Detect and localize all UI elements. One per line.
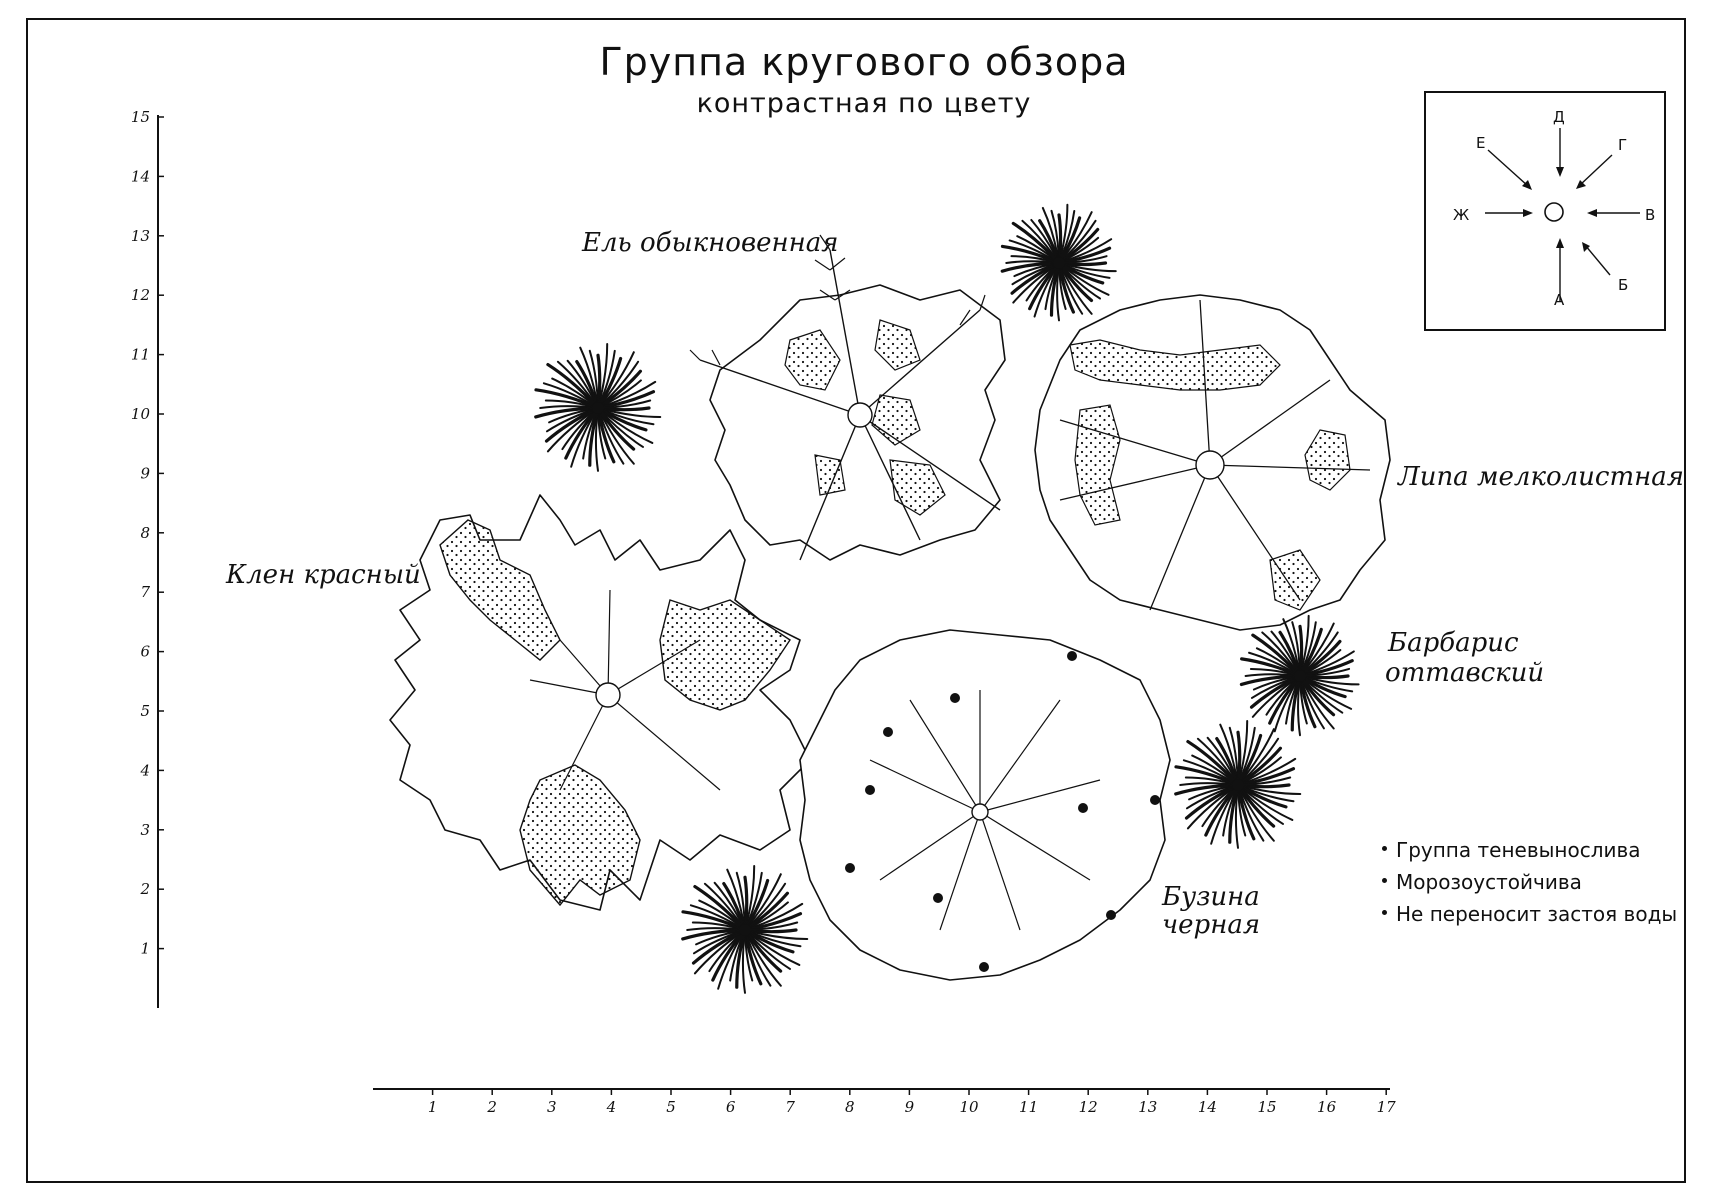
y-tick-label: 6 (140, 643, 150, 661)
x-tick-label: 14 (1198, 1098, 1217, 1116)
y-tick-label: 3 (140, 821, 150, 839)
y-tick-label: 1 (140, 940, 150, 958)
x-tick-label: 16 (1317, 1098, 1337, 1116)
viewpoint-compass: А Б В Г Д Е Ж (1424, 91, 1666, 331)
x-tick-label: 5 (666, 1098, 676, 1116)
compass-label-v: В (1645, 206, 1655, 224)
barberry-shrub (681, 865, 809, 994)
x-tick-label: 7 (785, 1098, 795, 1116)
barberry-shrub (1239, 614, 1360, 737)
x-tick-label: 1 (428, 1098, 438, 1116)
plant-label-spruce: Ель обыкновенная (582, 228, 839, 258)
compass-label-zh: Ж (1453, 206, 1469, 224)
barberry-shrub (1174, 720, 1302, 849)
x-tick-label: 13 (1138, 1098, 1157, 1116)
diagram-title: Группа кругового обзора (599, 40, 1129, 84)
spruce-crown (689, 234, 1006, 561)
x-tick-label: 15 (1257, 1098, 1276, 1116)
maple-crown (389, 494, 811, 911)
y-tick-label: 2 (139, 880, 150, 898)
y-tick-label: 14 (131, 167, 150, 185)
plant-label-elder-line1: Бузина (1162, 882, 1260, 912)
x-tick-label: 9 (905, 1098, 915, 1116)
y-tick-label: 7 (140, 583, 150, 601)
y-tick-label: 5 (140, 702, 150, 720)
y-tick-label: 4 (139, 761, 150, 779)
plant-label-linden: Липа мелколистная (1398, 462, 1684, 492)
diagram-subtitle: контрастная по цвету (696, 88, 1032, 119)
x-tick-label: 6 (726, 1098, 736, 1116)
y-tick-label: 9 (140, 464, 150, 482)
compass-label-e: Е (1476, 134, 1485, 152)
compass-label-d: Д (1553, 108, 1565, 126)
y-tick-label: 10 (131, 405, 151, 423)
x-tick-label: 8 (845, 1098, 855, 1116)
x-tick-label: 3 (547, 1098, 557, 1116)
y-tick-label: 11 (131, 346, 150, 364)
x-tick-label: 17 (1377, 1098, 1397, 1116)
y-tick-label: 12 (131, 286, 150, 304)
compass-label-b: Б (1618, 276, 1628, 294)
plant-label-barberry-line1: Барбарис (1388, 628, 1519, 658)
legend: Группа теневынослива Морозоустойчива Не … (1382, 838, 1696, 934)
x-tick-label: 10 (959, 1098, 979, 1116)
y-tick-label: 15 (131, 108, 150, 126)
drawing-frame (26, 18, 1686, 1183)
compass-label-a: А (1554, 291, 1565, 309)
x-tick-label: 12 (1079, 1098, 1098, 1116)
x-tick-label: 4 (606, 1098, 617, 1116)
legend-item: Морозоустойчива (1382, 870, 1696, 894)
linden-crown (1034, 294, 1391, 631)
y-tick-label: 8 (140, 524, 150, 542)
compass-label-g: Г (1618, 136, 1627, 154)
plant-label-elder-line2: черная (1162, 910, 1261, 940)
elder-crown (799, 629, 1171, 981)
plant-label-barberry-line2: оттавский (1385, 658, 1545, 688)
legend-item: Не переносит застоя воды (1382, 902, 1696, 926)
plant-label-maple: Клен красный (226, 560, 421, 590)
barberry-shrub (534, 343, 662, 472)
legend-item: Группа теневынослива (1382, 838, 1696, 862)
x-tick-label: 11 (1019, 1098, 1038, 1116)
barberry-shrub (1000, 203, 1117, 322)
y-tick-label: 13 (131, 227, 150, 245)
x-tick-label: 2 (486, 1098, 497, 1116)
